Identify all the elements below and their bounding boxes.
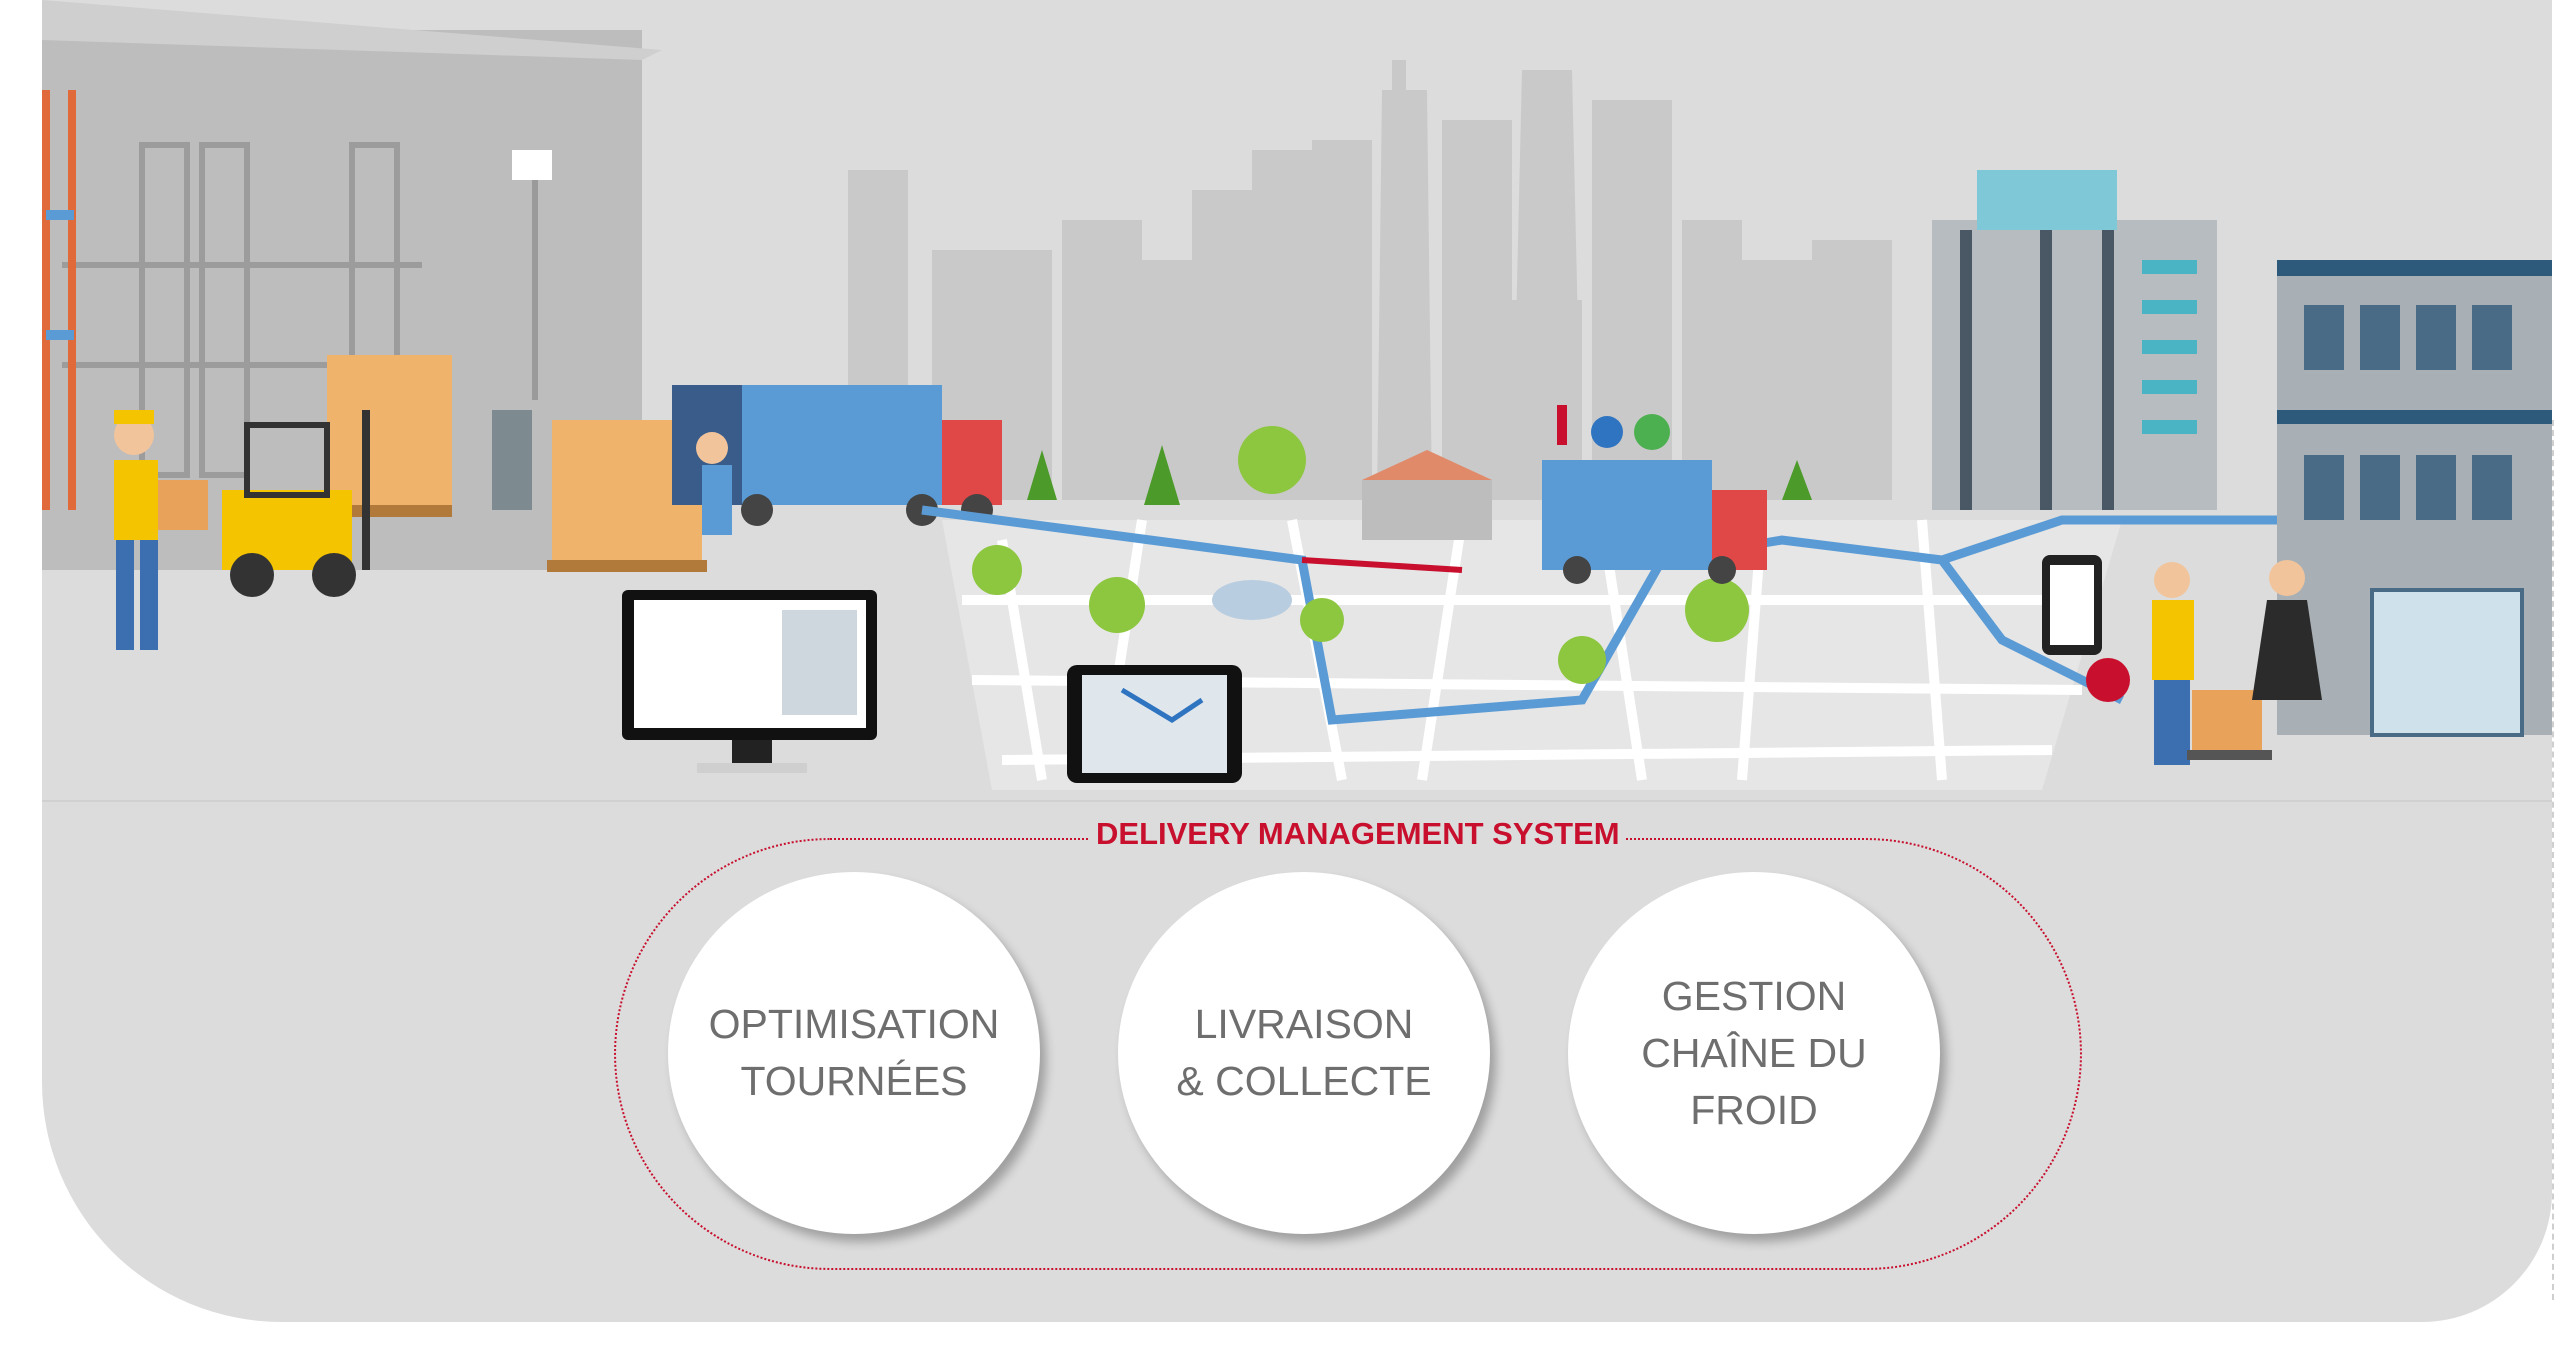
ground-line [42, 800, 2552, 802]
forklift [222, 410, 370, 597]
background-panel: DELIVERY MANAGEMENT SYSTEM OPTIMISATION … [42, 0, 2552, 1322]
module-label-chaine-froid: GESTION CHAÎNE DU FROID [1641, 972, 1867, 1133]
delivery-handover [2042, 555, 2322, 765]
logistics-illustration [42, 0, 2552, 790]
refrigerated-truck [1542, 405, 1767, 584]
module-label-livraison: LIVRAISON & COLLECTE [1176, 1001, 1432, 1104]
dms-title: DELIVERY MANAGEMENT SYSTEM [1090, 811, 1626, 857]
page-edge-divider [2552, 420, 2560, 1300]
module-circle-optimisation: OPTIMISATION TOURNÉES [668, 872, 1040, 1234]
trees [972, 426, 1812, 684]
module-circle-chaine-froid: GESTION CHAÎNE DU FROID [1568, 872, 1940, 1234]
worker-carrying-box [114, 410, 208, 650]
city-skyline [848, 60, 1892, 500]
module-circle-livraison: LIVRAISON & COLLECTE [1118, 872, 1490, 1234]
module-label-optimisation: OPTIMISATION TOURNÉES [708, 1001, 1000, 1104]
office-buildings [1932, 170, 2552, 737]
loading-truck [672, 385, 1002, 535]
monitor-dashboard [622, 590, 877, 773]
tablet-map [1067, 665, 1242, 783]
